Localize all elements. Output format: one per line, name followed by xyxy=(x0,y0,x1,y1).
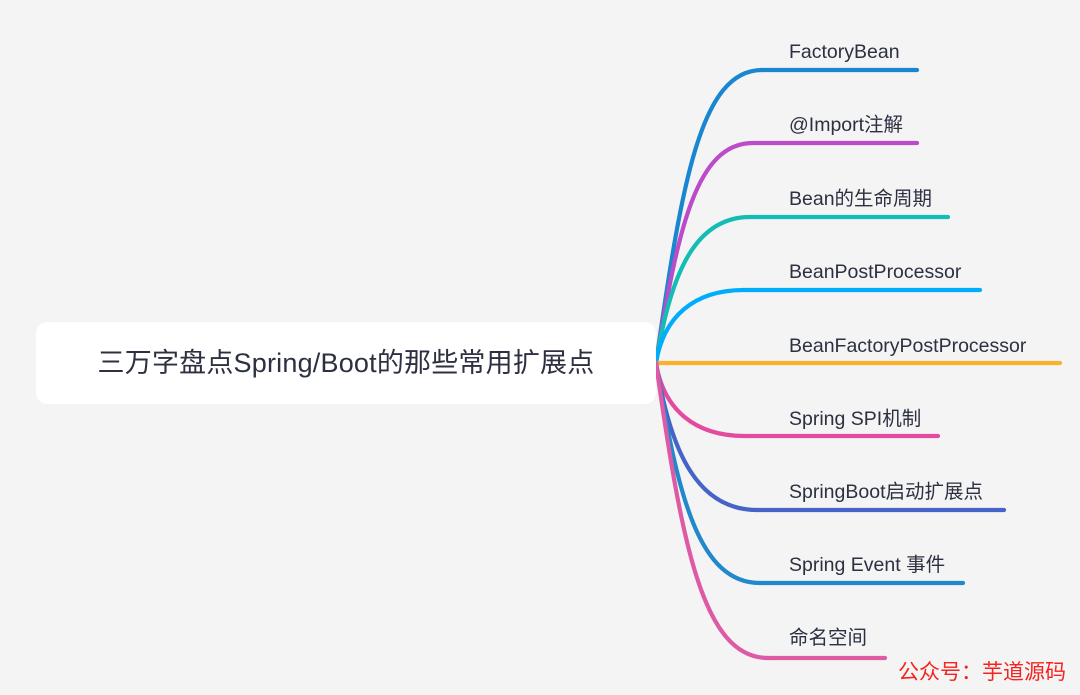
root-node[interactable]: 三万字盘点Spring/Boot的那些常用扩展点 xyxy=(36,322,656,404)
branch-label[interactable]: Spring Event 事件 xyxy=(789,554,946,576)
branch-connector xyxy=(653,360,966,586)
branch-label[interactable]: BeanFactoryPostProcessor xyxy=(789,335,1027,357)
branch-label[interactable]: BeanPostProcessor xyxy=(789,261,962,283)
branch-label[interactable]: 命名空间 xyxy=(789,627,868,649)
root-node-label: 三万字盘点Spring/Boot的那些常用扩展点 xyxy=(97,347,595,378)
branch-connector xyxy=(653,140,920,366)
watermark: 公众号：芋道源码 xyxy=(898,660,1066,684)
branch-label[interactable]: @Import注解 xyxy=(789,114,904,136)
branch-label[interactable]: Spring SPI机制 xyxy=(789,408,922,430)
branch-label[interactable]: FactoryBean xyxy=(789,41,900,63)
branch-label[interactable]: Bean的生命周期 xyxy=(789,188,933,210)
branch-label[interactable]: SpringBoot启动扩展点 xyxy=(789,481,983,503)
